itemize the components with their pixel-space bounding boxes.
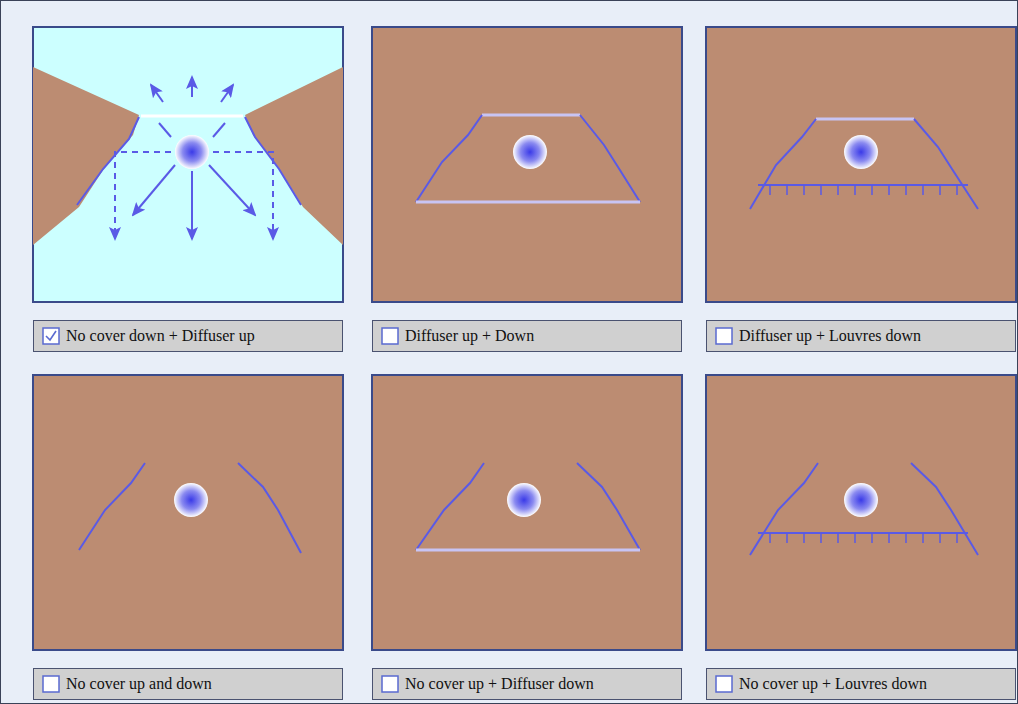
panel-illustration [706, 375, 1016, 650]
option-label-box: No cover up + Diffuser down [372, 668, 682, 700]
panel-illustration [372, 27, 682, 302]
checkbox-symbol [381, 327, 399, 345]
checkbox-symbol [381, 675, 399, 693]
checkbox-symbol [42, 327, 60, 345]
panel-illustration [706, 27, 1016, 302]
checkbox-symbol [42, 675, 60, 693]
option-label-box: No cover up + Louvres down [706, 668, 1016, 700]
panel-illustration [33, 27, 343, 302]
panel-illustration [33, 375, 343, 650]
panel-illustration [372, 375, 682, 650]
option-label-box: No cover down + Diffuser up [33, 320, 343, 352]
checkbox-symbol [715, 675, 733, 693]
option-label: Diffuser up + Louvres down [739, 327, 921, 345]
option-label: No cover up and down [66, 675, 212, 693]
option-label: No cover down + Diffuser up [66, 327, 255, 345]
checkbox-symbol [715, 327, 733, 345]
option-label-box: Diffuser up + Louvres down [706, 320, 1016, 352]
option-label-box: No cover up and down [33, 668, 343, 700]
option-label: No cover up + Louvres down [739, 675, 927, 693]
option-label: Diffuser up + Down [405, 327, 534, 345]
option-label: No cover up + Diffuser down [405, 675, 594, 693]
option-label-box: Diffuser up + Down [372, 320, 682, 352]
